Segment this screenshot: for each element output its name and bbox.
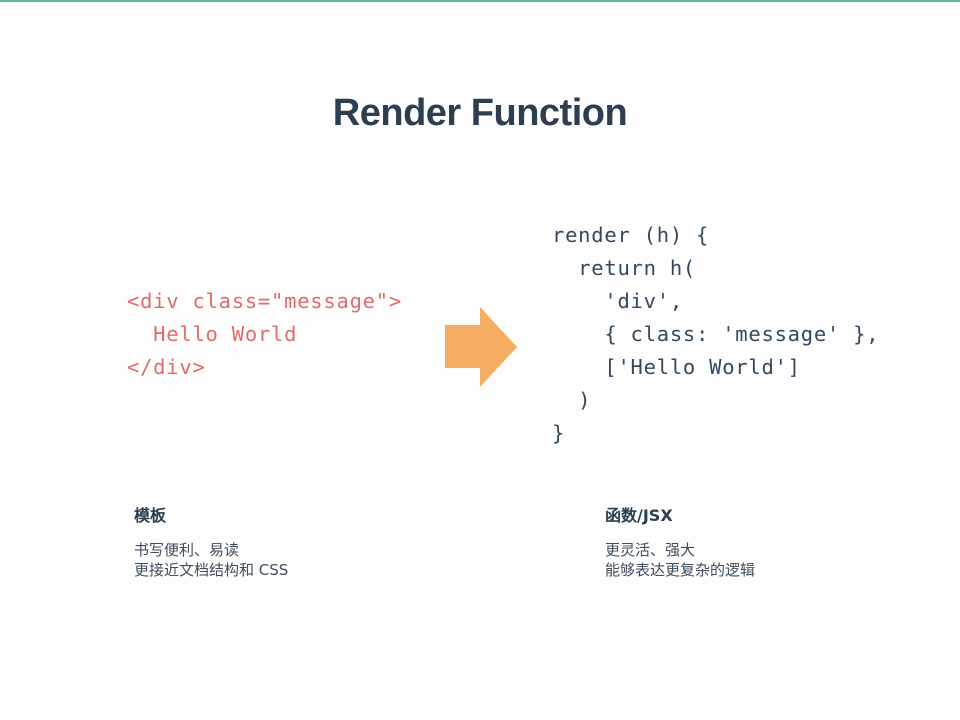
right-arrow-icon [445, 307, 517, 387]
template-code-line: </div> [127, 355, 206, 379]
render-code-line: } [552, 421, 566, 445]
template-caption-line: 更接近文档结构和 CSS [134, 561, 289, 579]
function-jsx-caption-line: 更灵活、强大 [605, 541, 696, 559]
slide-title: Render Function [332, 92, 628, 135]
render-code-line: ) [552, 388, 592, 412]
render-code-line: 'div', [552, 289, 683, 313]
arrow-shape [445, 307, 517, 387]
render-code-line: { class: 'message' }, [552, 322, 880, 346]
function-jsx-caption-line: 能够表达更复杂的逻辑 [605, 561, 756, 579]
template-code-line: Hello World [127, 322, 298, 346]
function-jsx-caption: 函数/JSX 更灵活、强大 能够表达更复杂的逻辑 [605, 506, 755, 580]
function-jsx-caption-heading: 函数/JSX [605, 506, 673, 525]
render-function-code-block: render (h) { return h( 'div', { class: '… [552, 219, 879, 450]
render-code-line: render (h) { [552, 223, 710, 247]
render-code-line: return h( [552, 256, 697, 280]
top-accent-bar [0, 0, 960, 2]
template-caption: 模板 书写便利、易读 更接近文档结构和 CSS [134, 506, 288, 580]
template-code-block: <div class="message"> Hello World </div> [127, 285, 402, 384]
template-caption-heading: 模板 [134, 506, 167, 525]
template-caption-line: 书写便利、易读 [134, 541, 240, 559]
template-code-line: <div class="message"> [127, 289, 402, 313]
render-code-line: ['Hello World'] [552, 355, 801, 379]
